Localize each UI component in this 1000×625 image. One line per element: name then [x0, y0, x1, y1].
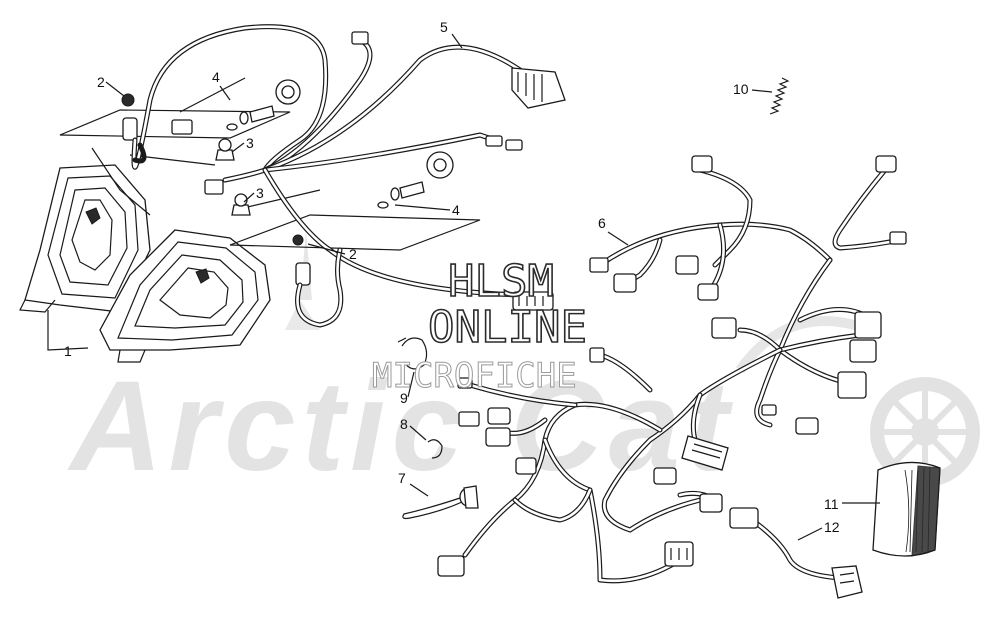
- callout-5: 5: [440, 19, 448, 35]
- leader-1: [47, 310, 89, 351]
- headlight-assembly-right: [99, 229, 271, 363]
- bulb-socket-group-upper: [59, 77, 301, 216]
- watermark-line3: MICROFICHE: [372, 356, 577, 396]
- callout-2b: 2: [349, 246, 357, 262]
- callout-3b: 3: [256, 185, 264, 201]
- callout-10: 10: [733, 81, 749, 97]
- callout-9: 9: [400, 390, 408, 406]
- callout-1: 1: [64, 343, 72, 359]
- clamp-part-9: [397, 337, 428, 370]
- callout-11: 11: [824, 496, 839, 512]
- callout-3a: 3: [246, 135, 254, 151]
- callout-4a: 4: [212, 69, 220, 85]
- adapter-harness-part-12: [729, 507, 863, 599]
- tether-part-7: [402, 485, 479, 520]
- sleeve-part-11: [872, 461, 941, 557]
- callout-7: 7: [398, 470, 406, 486]
- callout-12: 12: [824, 519, 840, 535]
- callout-6: 6: [598, 215, 606, 231]
- watermark-line1: HLSM: [448, 256, 554, 307]
- headlight-harness: [131, 24, 566, 328]
- main-harness: [437, 155, 907, 584]
- callout-8: 8: [400, 416, 408, 432]
- callout-2a: 2: [97, 74, 105, 90]
- watermark-line2: ONLINE: [428, 302, 587, 353]
- watermark-text: HLSM ONLINE MICROFICHE: [372, 255, 588, 396]
- clip-part-8: [427, 439, 443, 459]
- spring-part-10: [769, 77, 790, 115]
- callout-4b: 4: [452, 202, 460, 218]
- bulb-socket-group-lower: [204, 151, 481, 286]
